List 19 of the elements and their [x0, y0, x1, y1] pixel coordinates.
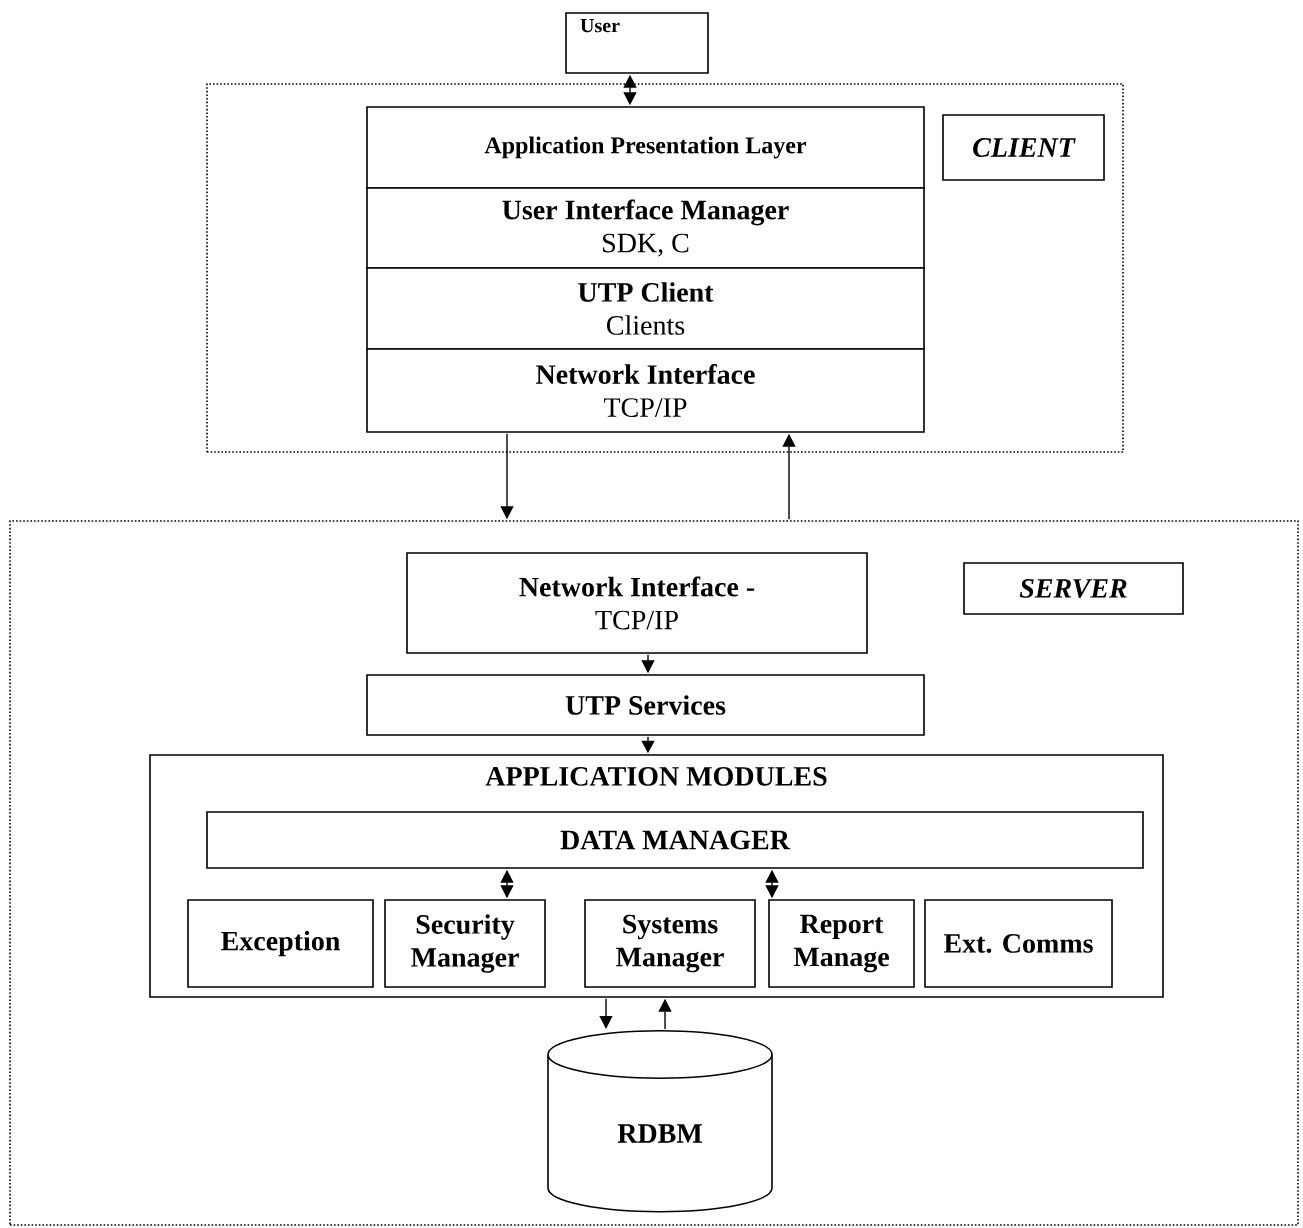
module-box: Ext. Comms: [924, 899, 1113, 988]
client-region: [206, 83, 1124, 453]
layer-box: UTP Client Clients: [366, 267, 925, 350]
region-label-box: CLIENT: [942, 114, 1105, 181]
module-box: Systems Manager: [584, 899, 756, 988]
process-box: DATA MANAGER: [206, 811, 1144, 869]
layer-box: Application Presentation Layer: [366, 106, 925, 189]
module-box: Exception: [187, 899, 374, 988]
process-box: Network Interface - TCP/IP: [406, 552, 868, 654]
layer-box: Network Interface TCP/IP: [366, 348, 925, 433]
user-box: User: [565, 12, 709, 74]
database-cylinder: RDBM: [547, 1029, 773, 1213]
module-box: Report Manage: [768, 899, 915, 988]
layer-box: User Interface Manager SDK, C: [366, 187, 925, 269]
process-box: UTP Services: [366, 674, 925, 736]
region-label-box: SERVER: [963, 562, 1184, 615]
module-box: Security Manager: [384, 899, 546, 988]
arrow: [599, 998, 613, 1029]
server-region: [9, 520, 1299, 1226]
